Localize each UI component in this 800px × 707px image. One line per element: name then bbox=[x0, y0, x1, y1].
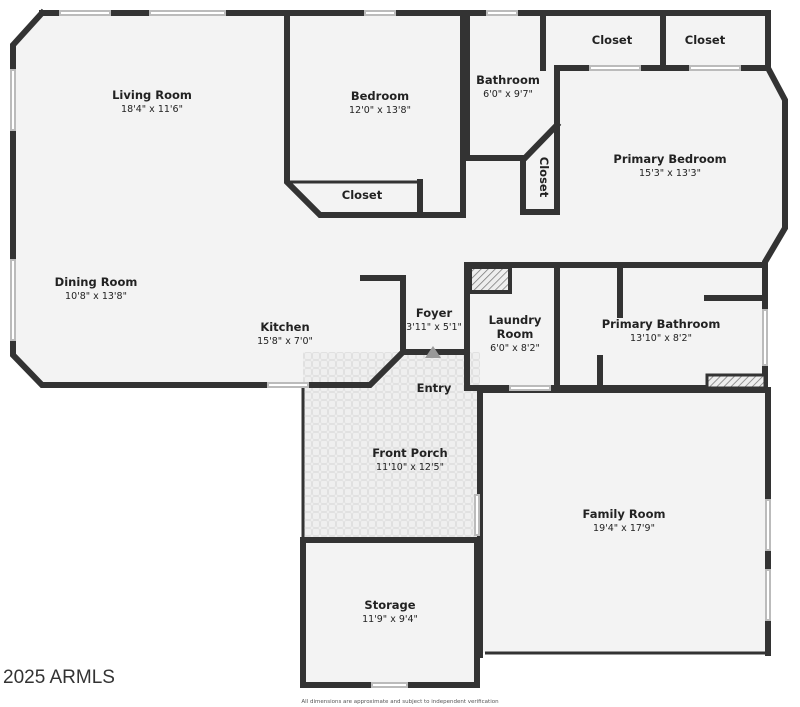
entry-label: Entry bbox=[417, 381, 452, 395]
bedroom-label: Bedroom bbox=[351, 89, 409, 103]
disclaimer: All dimensions are approximate and subje… bbox=[301, 699, 499, 705]
windows bbox=[10, 10, 771, 688]
living-room-dims: 18'4" x 11'6" bbox=[121, 104, 183, 115]
foyer-dims: 3'11" x 5'1" bbox=[406, 322, 462, 333]
storage-dims: 11'9" x 9'4" bbox=[362, 614, 418, 625]
foyer-label: Foyer bbox=[416, 306, 453, 320]
front-porch-label: Front Porch bbox=[372, 446, 447, 460]
living-room-label: Living Room bbox=[112, 88, 192, 102]
laundry-dims: 6'0" x 8'2" bbox=[490, 343, 540, 354]
watermark: 2025 ARMLS bbox=[3, 667, 115, 688]
laundry-label-line1: Laundry bbox=[489, 313, 542, 327]
bathroom-dims: 6'0" x 9'7" bbox=[483, 89, 533, 100]
bathroom-label: Bathroom bbox=[476, 73, 540, 87]
bath-closet-label: Closet bbox=[537, 157, 551, 198]
primary-bathroom-label: Primary Bathroom bbox=[602, 317, 721, 331]
family-room-label: Family Room bbox=[583, 507, 666, 521]
kitchen-label: Kitchen bbox=[260, 320, 309, 334]
primary-bedroom-dims: 15'3" x 13'3" bbox=[639, 168, 701, 179]
primary-bathroom-dims: 13'10" x 8'2" bbox=[630, 333, 692, 344]
walls bbox=[10, 8, 788, 688]
closet-1-label: Closet bbox=[592, 33, 633, 47]
entry-arrow-icon bbox=[425, 346, 441, 358]
laundry-label-line2: Room bbox=[497, 327, 534, 341]
bedroom-dims: 12'0" x 13'8" bbox=[349, 105, 411, 116]
dining-room-label: Dining Room bbox=[55, 275, 138, 289]
storage-label: Storage bbox=[364, 598, 415, 612]
floor-areas bbox=[13, 13, 785, 685]
closet-2-label: Closet bbox=[685, 33, 726, 47]
dining-room-dims: 10'8" x 13'8" bbox=[65, 291, 127, 302]
primary-bedroom-label: Primary Bedroom bbox=[613, 152, 726, 166]
family-room-dims: 19'4" x 17'9" bbox=[593, 523, 655, 534]
front-porch-dims: 11'10" x 12'5" bbox=[376, 462, 444, 473]
bedroom-closet-label: Closet bbox=[342, 188, 383, 202]
kitchen-dims: 15'8" x 7'0" bbox=[257, 336, 313, 347]
